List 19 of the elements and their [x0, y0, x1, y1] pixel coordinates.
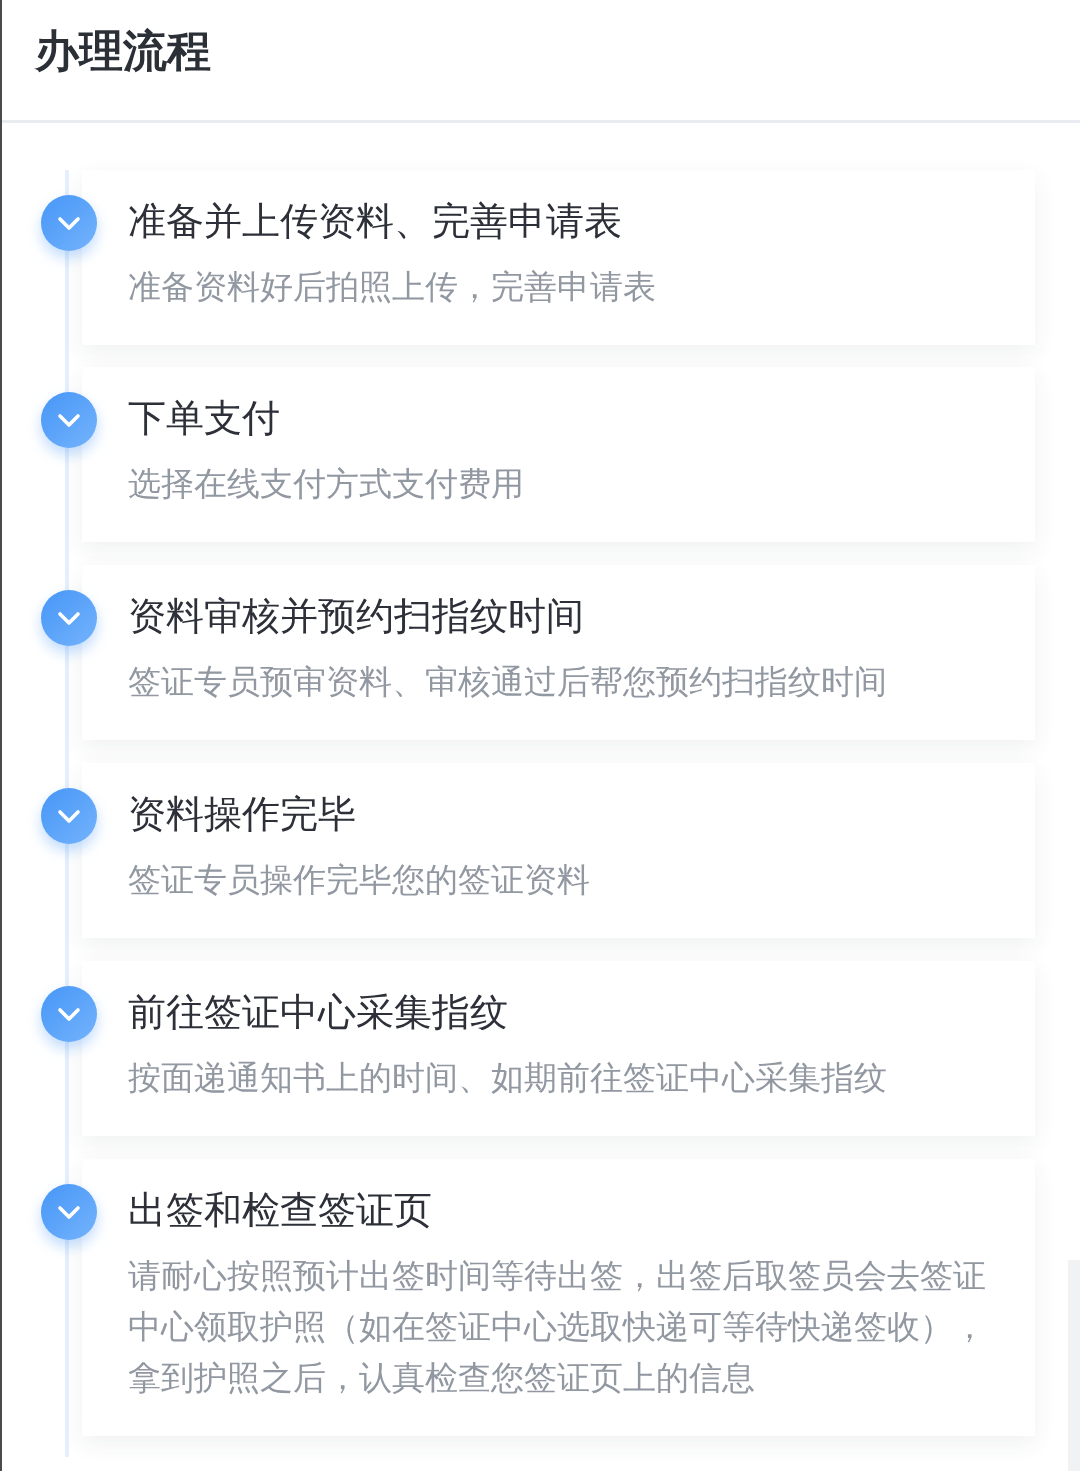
step-title: 前往签证中心采集指纹 — [128, 989, 508, 1036]
step-title: 资料审核并预约扫指纹时间 — [128, 593, 584, 640]
step-description: 签证专员操作完毕您的签证资料 — [128, 859, 591, 901]
step-description: 按面递通知书上的时间、如期前往签证中心采集指纹 — [128, 1057, 888, 1099]
page-title: 办理流程 — [35, 24, 211, 78]
step-card — [82, 170, 1035, 345]
step-card — [82, 763, 1035, 938]
step-card — [82, 565, 1035, 740]
step-card — [82, 961, 1035, 1136]
step-title: 下单支付 — [128, 395, 280, 442]
step-description: 准备资料好后拍照上传，完善申请表 — [128, 266, 657, 308]
step-title: 出签和检查签证页 — [128, 1187, 432, 1234]
step-description: 选择在线支付方式支付费用 — [128, 463, 525, 505]
step-title: 准备并上传资料、完善申请表 — [128, 198, 622, 245]
step-title: 资料操作完毕 — [128, 791, 356, 838]
step-card — [82, 367, 1035, 542]
step-card — [82, 1159, 1035, 1436]
step-description: 签证专员预审资料、审核通过后帮您预约扫指纹时间 — [128, 661, 888, 703]
step-description: 请耐心按照预计出签时间等待出签，出签后取签员会去签证中心领取护照（如在签证中心选取快递可等待快递签收），拿到护照之后，认真检查您签证页上的信息 — [128, 1255, 987, 1399]
